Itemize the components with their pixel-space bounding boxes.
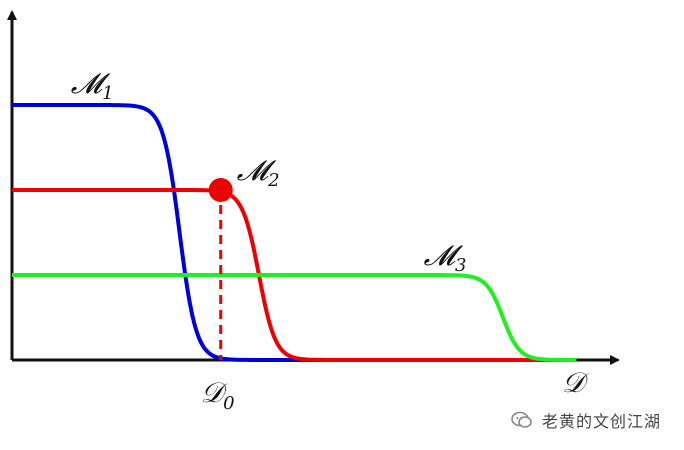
- marker-point-m2: [208, 178, 233, 202]
- x-tick-label-d0: 𝒟0: [201, 376, 235, 414]
- watermark-text: 老黄的文创江湖: [542, 412, 662, 431]
- series-label-m3: 𝓜3: [424, 239, 467, 276]
- series-line-m1: [11, 103, 578, 362]
- series-line-m2: [11, 188, 578, 362]
- series-label-m2: 𝓜2: [237, 154, 280, 191]
- chat-bubble-icon: [511, 411, 532, 428]
- watermark: 老黄的文创江湖: [510, 408, 661, 432]
- series-line-m3: [11, 273, 578, 362]
- x-axis-label: 𝒟: [562, 366, 589, 399]
- series-label-m1: 𝓜1: [71, 67, 114, 104]
